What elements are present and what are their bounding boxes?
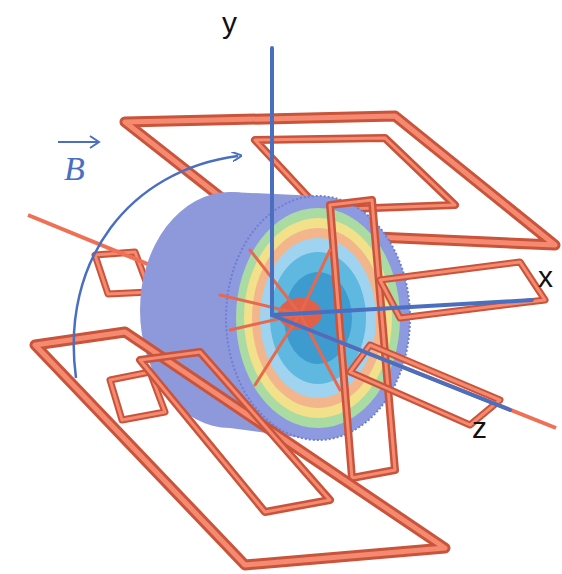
vector-arrow xyxy=(58,136,99,148)
toroid-coils-front xyxy=(35,200,545,565)
beam-line xyxy=(272,315,556,428)
axis-label: z xyxy=(472,413,487,443)
field-arrow xyxy=(74,156,238,378)
field-label: B xyxy=(64,152,85,186)
axis-label: x xyxy=(538,262,553,292)
coordinate-axes xyxy=(272,48,532,410)
axis-label: y xyxy=(222,8,237,38)
